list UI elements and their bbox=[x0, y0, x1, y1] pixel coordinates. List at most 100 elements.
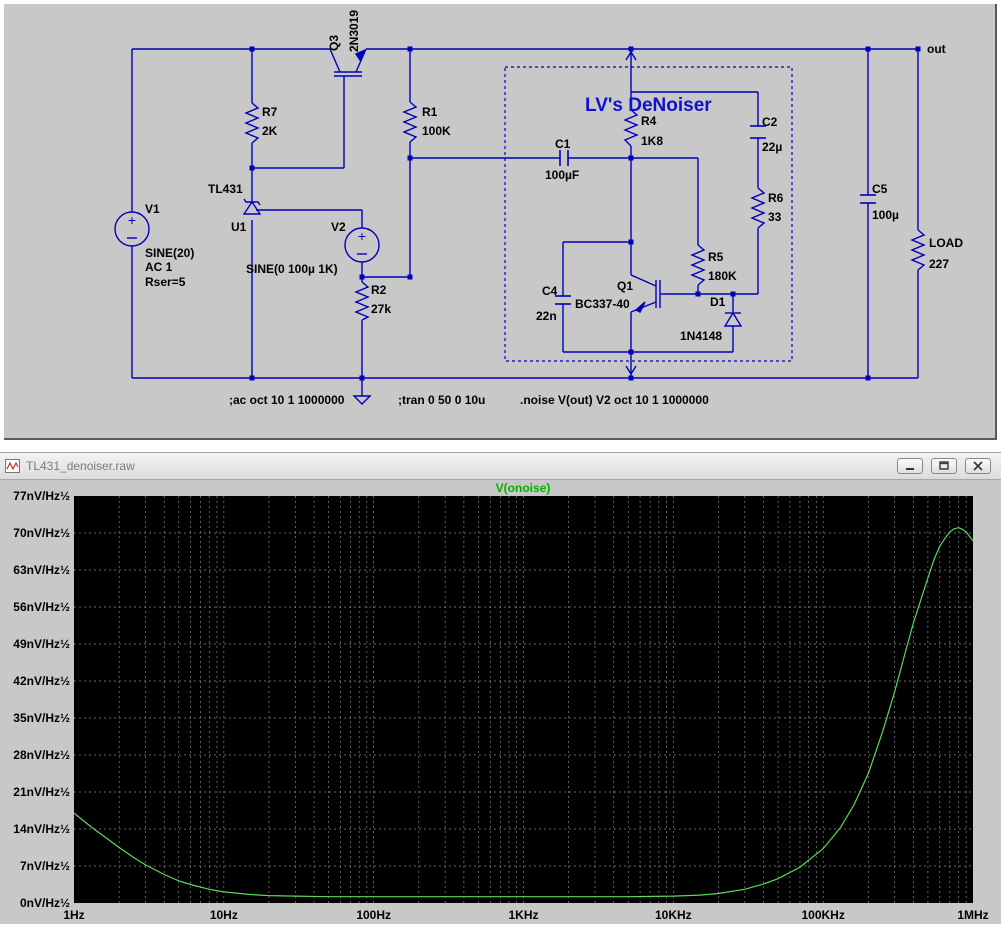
r7-value: 2K bbox=[262, 124, 278, 138]
v1-value1: SINE(20) bbox=[145, 246, 194, 260]
d1-ref: D1 bbox=[710, 295, 726, 309]
c1-value: 100µF bbox=[545, 168, 579, 182]
r7-ref: R7 bbox=[262, 105, 278, 119]
directive-tran[interactable]: ;tran 0 50 0 10u bbox=[398, 393, 485, 407]
q3-part: 2N3019 bbox=[347, 10, 361, 52]
y-tick-label: 70nV/Hz½ bbox=[13, 526, 70, 540]
y-tick-label: 49nV/Hz½ bbox=[13, 637, 70, 651]
v2-value: SINE(0 100µ 1K) bbox=[246, 262, 338, 276]
q1-symbol[interactable] bbox=[630, 274, 664, 313]
r5-symbol[interactable] bbox=[690, 244, 706, 286]
c5-value: 100µ bbox=[872, 208, 899, 222]
load-symbol[interactable] bbox=[910, 229, 926, 271]
r2-ref: R2 bbox=[371, 283, 387, 297]
u1-ref: U1 bbox=[231, 220, 247, 234]
r1-symbol[interactable] bbox=[402, 101, 418, 143]
y-tick-label: 14nV/Hz½ bbox=[13, 822, 70, 836]
chart-background[interactable] bbox=[74, 496, 973, 903]
v1-value2: AC 1 bbox=[145, 260, 173, 274]
trace-label[interactable]: V(onoise) bbox=[496, 481, 551, 495]
y-tick-label: 0nV/Hz½ bbox=[20, 896, 70, 910]
c2-ref: C2 bbox=[762, 115, 778, 129]
r5-value: 180K bbox=[708, 269, 737, 283]
c1-ref: C1 bbox=[555, 137, 571, 151]
y-tick-label: 77nV/Hz½ bbox=[13, 489, 70, 503]
c1-symbol[interactable] bbox=[559, 150, 569, 166]
r6-symbol[interactable] bbox=[750, 187, 766, 229]
y-tick-label: 21nV/Hz½ bbox=[13, 785, 70, 799]
denoiser-title: LV's DeNoiser bbox=[585, 95, 712, 116]
directive-noise[interactable]: .noise V(out) V2 oct 10 1 1000000 bbox=[520, 393, 709, 407]
v1-ref: V1 bbox=[145, 202, 160, 216]
r4-ref: R4 bbox=[641, 114, 657, 128]
minimize-button[interactable] bbox=[897, 458, 923, 474]
r1-value: 100K bbox=[422, 124, 451, 138]
q3-ref: Q3 bbox=[327, 35, 341, 51]
r5-ref: R5 bbox=[708, 250, 724, 264]
load-ref: LOAD bbox=[929, 236, 963, 250]
out-net-label: out bbox=[927, 42, 946, 56]
noise-chart[interactable]: 0nV/Hz½ 7nV/Hz½ 14nV/Hz½ 21nV/Hz½ 28nV/Hz½ 35… bbox=[0, 480, 1001, 924]
y-tick-label: 7nV/Hz½ bbox=[20, 859, 70, 873]
v1-symbol[interactable]: + bbox=[114, 211, 150, 247]
u1-symbol[interactable] bbox=[242, 198, 262, 215]
directive-ac[interactable]: ;ac oct 10 1 1000000 bbox=[229, 393, 345, 407]
r7-symbol[interactable] bbox=[244, 102, 260, 144]
schematic-window: + + bbox=[0, 0, 1001, 444]
q1-ref: Q1 bbox=[617, 279, 633, 293]
x-tick-label: 1MHz bbox=[957, 908, 988, 922]
x-tick-label: 10KHz bbox=[655, 908, 692, 922]
c4-symbol[interactable] bbox=[555, 295, 571, 305]
minimize-icon bbox=[906, 468, 914, 470]
junction-dots bbox=[249, 46, 921, 381]
schematic-wires bbox=[131, 48, 919, 396]
r6-ref: R6 bbox=[768, 191, 784, 205]
trace-v-onoise[interactable] bbox=[73, 527, 974, 898]
close-button[interactable] bbox=[965, 458, 991, 474]
r6-value: 33 bbox=[768, 210, 782, 224]
ground-symbol bbox=[352, 50, 637, 405]
c4-value: 22n bbox=[536, 309, 557, 323]
v1-value3: Rser=5 bbox=[145, 275, 186, 289]
schematic-canvas[interactable]: + + bbox=[4, 4, 997, 440]
schematic-drawing[interactable]: + + bbox=[4, 4, 997, 440]
waveform-title: TL431_denoiser.raw bbox=[26, 459, 135, 473]
r2-symbol[interactable] bbox=[354, 281, 370, 321]
restore-icon bbox=[939, 461, 949, 470]
y-tick-label: 35nV/Hz½ bbox=[13, 711, 70, 725]
u1-part: TL431 bbox=[208, 182, 243, 196]
y-tick-label: 28nV/Hz½ bbox=[13, 748, 70, 762]
y-axis-ticks: 0nV/Hz½ 7nV/Hz½ 14nV/Hz½ 21nV/Hz½ 28nV/Hz½ 35… bbox=[13, 489, 70, 910]
v2-symbol[interactable]: + bbox=[344, 227, 380, 263]
q3-symbol[interactable] bbox=[329, 48, 367, 80]
y-tick-label: 56nV/Hz½ bbox=[13, 600, 70, 614]
y-tick-label: 42nV/Hz½ bbox=[13, 674, 70, 688]
waveform-titlebar[interactable]: TL431_denoiser.raw bbox=[0, 453, 1001, 480]
x-tick-label: 10Hz bbox=[210, 908, 238, 922]
denoiser-box[interactable] bbox=[504, 66, 793, 362]
c2-value: 22µ bbox=[762, 140, 782, 154]
q1-part: BC337-40 bbox=[575, 297, 630, 311]
d1-part: 1N4148 bbox=[680, 329, 722, 343]
svg-text:+: + bbox=[358, 228, 366, 244]
c4-ref: C4 bbox=[542, 284, 558, 298]
r4-symbol[interactable] bbox=[623, 109, 639, 147]
x-tick-label: 100KHz bbox=[801, 908, 844, 922]
close-icon bbox=[973, 461, 983, 471]
c2-symbol[interactable] bbox=[750, 125, 766, 139]
x-tick-label: 1KHz bbox=[508, 908, 538, 922]
x-tick-label: 100Hz bbox=[356, 908, 391, 922]
c5-ref: C5 bbox=[872, 182, 888, 196]
y-tick-label: 63nV/Hz½ bbox=[13, 563, 70, 577]
svg-text:+: + bbox=[128, 212, 136, 228]
r2-value: 27k bbox=[371, 302, 391, 316]
c5-symbol[interactable] bbox=[860, 194, 876, 204]
r4-value: 1K8 bbox=[641, 134, 663, 148]
waveform-plot-area[interactable]: 0nV/Hz½ 7nV/Hz½ 14nV/Hz½ 21nV/Hz½ 28nV/Hz½ 35… bbox=[0, 480, 1001, 924]
d1-symbol[interactable] bbox=[723, 311, 743, 327]
r1-ref: R1 bbox=[422, 105, 438, 119]
waveform-window: TL431_denoiser.raw 0nV/Hz½ 7nV/Hz½ 14nV/Hz… bbox=[0, 452, 1001, 924]
v2-ref: V2 bbox=[331, 220, 346, 234]
restore-button[interactable] bbox=[931, 458, 957, 474]
